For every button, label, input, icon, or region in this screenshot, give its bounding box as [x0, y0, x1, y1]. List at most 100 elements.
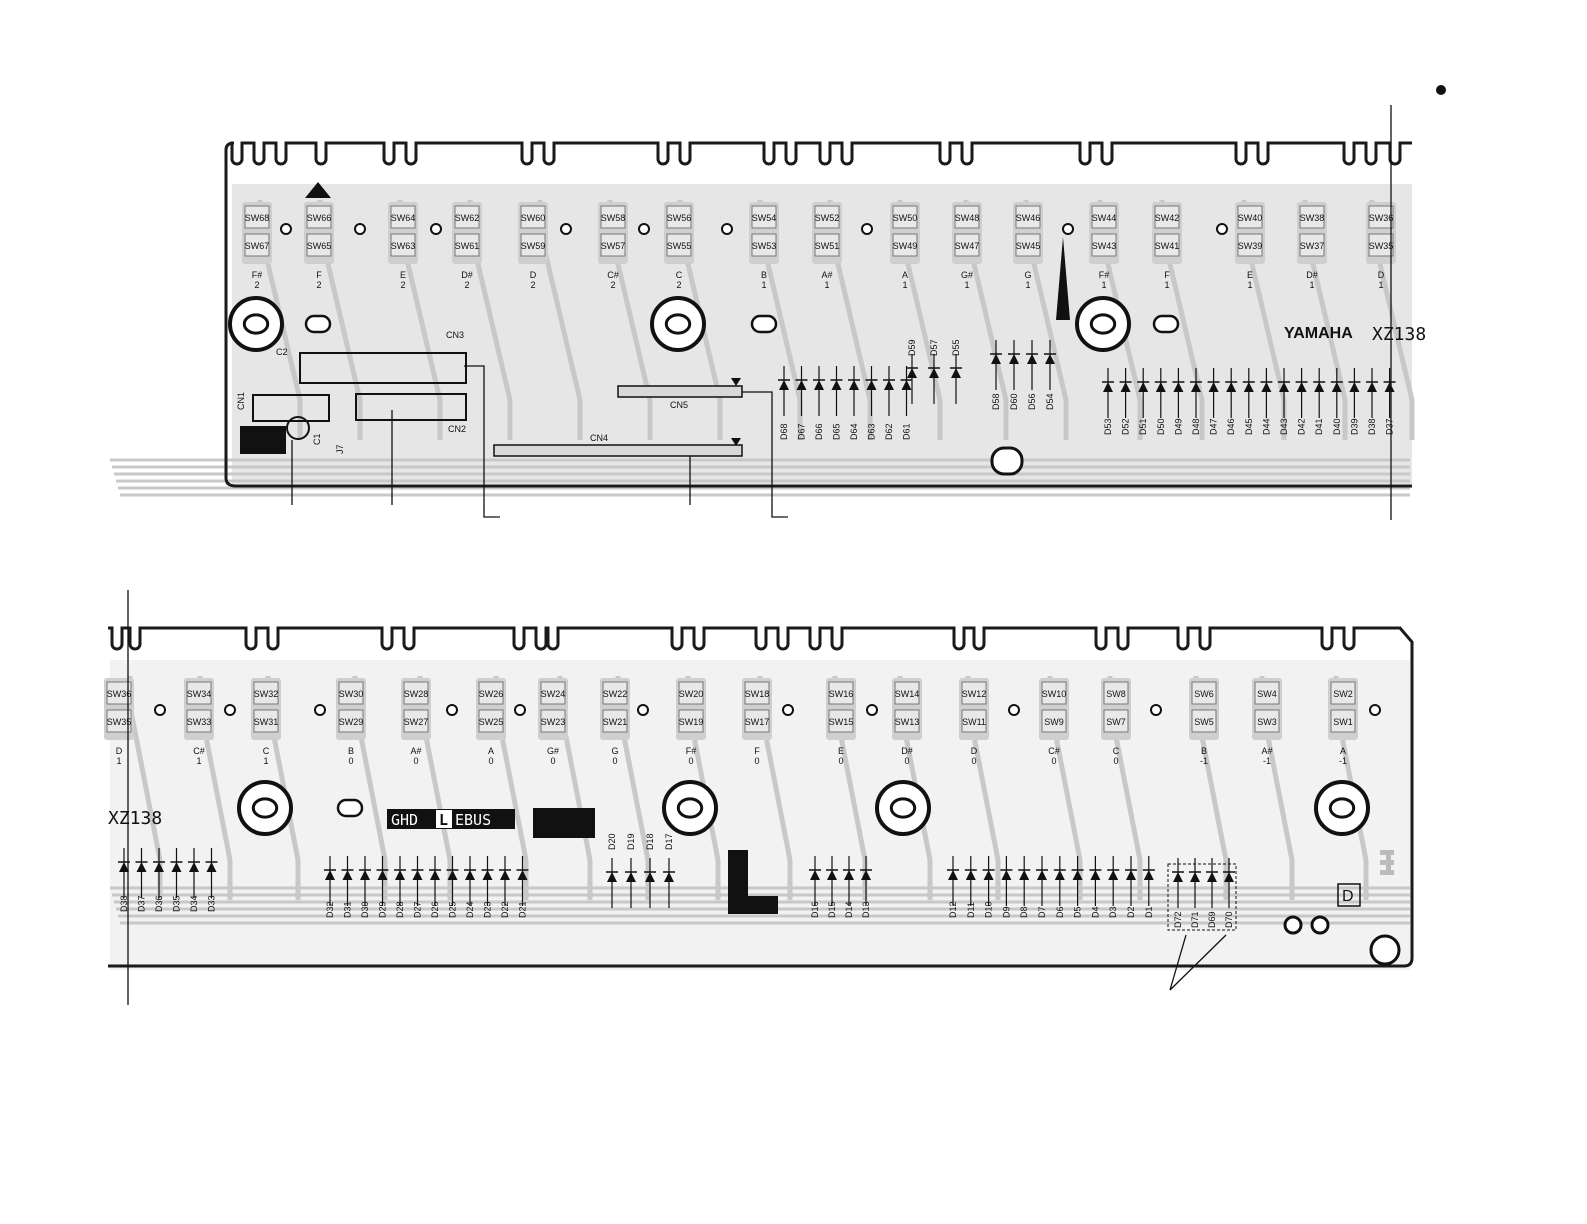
diode-label: D40: [1332, 418, 1342, 435]
diode-icon: [831, 380, 842, 390]
brand-logo: YAMAHA: [1284, 325, 1353, 342]
switch-label-upper: SW22: [603, 689, 628, 699]
note-label: B: [761, 270, 767, 280]
diode: D47: [1207, 368, 1220, 435]
mounting-hole: [1075, 296, 1131, 352]
diode-label: D45: [1244, 418, 1254, 435]
note-label: C: [263, 746, 270, 756]
diode-label: D38: [119, 895, 129, 912]
diode: D69: [1206, 858, 1218, 928]
diode: D27: [411, 856, 424, 918]
diode-icon: [796, 380, 807, 390]
diode: D66: [813, 366, 825, 440]
diode-label: D61: [902, 423, 912, 440]
diode: D63: [865, 366, 878, 440]
diode: D23: [481, 856, 494, 918]
note-label: E: [838, 746, 844, 756]
diode-label: D19: [626, 833, 636, 850]
diode-label: D52: [1121, 418, 1131, 435]
diode: D59: [906, 339, 918, 404]
diode-icon: [119, 862, 129, 872]
bottom-switch-row: SW36SW35D1SW34SW33C#1SW32SW31C1SW30SW29B…: [104, 678, 1358, 766]
switch-label-upper: SW64: [391, 213, 416, 223]
switch-contact-lower: [520, 233, 546, 257]
diode-icon: [171, 862, 182, 872]
diode-icon: [360, 870, 370, 880]
note-label: D: [116, 746, 123, 756]
diode-icon: [1037, 870, 1047, 880]
diode-icon: [136, 862, 147, 872]
bottom-board: SW36SW35D1SW34SW33C#1SW32SW31C1SW30SW29B…: [104, 590, 1414, 1005]
switch-contact-upper: [478, 681, 504, 705]
via-hole: [280, 223, 292, 235]
switch-contact-lower: [892, 233, 918, 257]
diode: D1: [1142, 856, 1155, 918]
switch-contact-lower: [602, 709, 628, 733]
switch-label-lower: SW9: [1044, 717, 1064, 727]
via-hole: [446, 704, 458, 716]
switch-contact-upper: [814, 205, 840, 229]
diode-label: D42: [1297, 418, 1307, 435]
diode: D33: [205, 848, 218, 912]
diode-label: D31: [343, 901, 353, 918]
diode-label: D17: [664, 833, 674, 850]
diode-label: D71: [1190, 911, 1200, 928]
diode-icon: [1224, 872, 1234, 882]
octave-label: 2: [530, 280, 535, 290]
diode: D64: [848, 366, 860, 440]
diode-icon: [901, 380, 912, 390]
diode-icon: [907, 368, 917, 378]
diode: D5: [1071, 856, 1084, 918]
octave-label: 0: [1051, 756, 1056, 766]
note-label: A: [1340, 746, 1346, 756]
mounting-hole-inner: [251, 797, 279, 819]
diode-label: D11: [966, 902, 976, 918]
diode-icon: [1261, 382, 1272, 392]
diode-icon: [377, 870, 388, 880]
octave-label: -1: [1339, 756, 1347, 766]
diode: D36: [153, 848, 165, 912]
diode-label: D58: [991, 393, 1001, 410]
switch-contact-lower: [1254, 709, 1280, 733]
switch-label-upper: SW68: [245, 213, 270, 223]
diode-label: D7: [1037, 906, 1047, 918]
cn5-pin1-icon: [731, 378, 741, 386]
switch-contact-upper: [894, 681, 920, 705]
via-hole: [514, 704, 526, 716]
diode-label: D24: [465, 901, 475, 918]
switch-contact-upper: [1015, 205, 1041, 229]
via-hole: [637, 704, 649, 716]
diode: D41: [1313, 368, 1326, 435]
diode-icon: [1367, 382, 1377, 392]
switch-label-lower: SW23: [541, 717, 566, 727]
switch-contact-upper: [961, 681, 987, 705]
switch-label-lower: SW11: [962, 717, 986, 727]
octave-label: 0: [838, 756, 843, 766]
test-point: [1283, 915, 1303, 935]
octave-label: 1: [263, 756, 268, 766]
switch-label-lower: SW17: [745, 717, 770, 727]
diode-label: D39: [1349, 418, 1359, 435]
note-label: A#: [821, 270, 832, 280]
diode-icon: [645, 872, 655, 882]
switch-contact-lower: [186, 709, 212, 733]
diode-icon: [849, 380, 859, 390]
cn1-label: CN1: [236, 392, 246, 410]
diode: D20: [606, 833, 618, 908]
switch-contact-upper: [540, 681, 566, 705]
switch-contact-lower: [1091, 233, 1117, 257]
diode: D68: [778, 366, 790, 440]
diode: D18: [644, 833, 656, 908]
mounting-hole-inner: [664, 313, 692, 335]
note-label: C#: [1048, 746, 1060, 756]
diode-icon: [810, 870, 820, 880]
diode: D29: [376, 856, 389, 918]
diode-icon: [482, 870, 493, 880]
diode-label: D57: [929, 339, 939, 356]
switch-contact-lower: [253, 709, 279, 733]
diode-label: D68: [779, 423, 789, 440]
